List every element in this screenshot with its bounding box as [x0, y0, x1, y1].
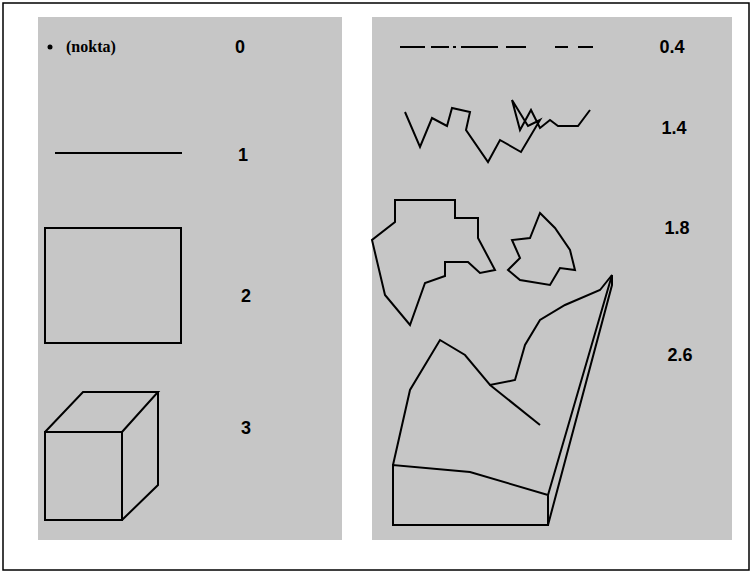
line-shape [55, 152, 182, 154]
dimension-value: 0.4 [659, 38, 684, 56]
point-label: (nokta) [66, 39, 116, 55]
dimension-value: 1 [238, 146, 248, 164]
dimension-value: 1.8 [664, 219, 689, 237]
outer-frame [3, 3, 749, 570]
polygon-shape [508, 213, 575, 285]
dimension-value: 2.6 [667, 346, 692, 364]
cube-shape [45, 392, 158, 520]
dimension-value: 1.4 [661, 119, 686, 137]
dashed-line [400, 46, 593, 48]
right-panel [372, 17, 732, 540]
rough-surface [393, 275, 612, 525]
left-panel [38, 17, 342, 540]
zigzag-curve [405, 100, 590, 162]
dimension-value: 2 [241, 287, 251, 305]
dimension-value: 0 [235, 38, 245, 56]
dimension-value: 3 [241, 419, 251, 437]
polygon-shape [372, 200, 495, 325]
point-dot [48, 45, 53, 50]
square-shape [45, 228, 181, 343]
